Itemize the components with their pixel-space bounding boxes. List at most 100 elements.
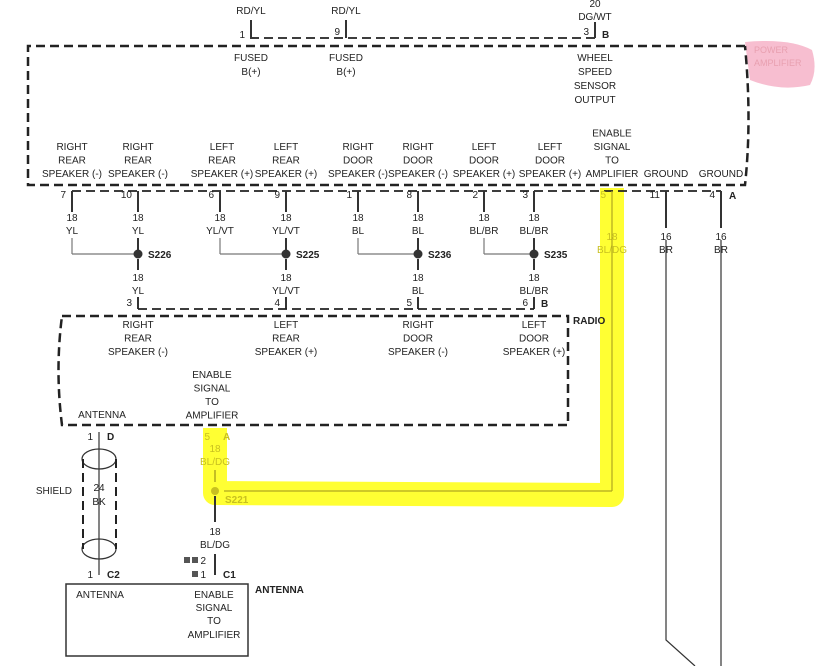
wire-color: BK (92, 497, 106, 508)
function-label: LEFT (472, 142, 496, 153)
wire-gauge: 18 (352, 213, 364, 224)
function-label: REAR (124, 334, 152, 345)
function-label: FUSED (329, 53, 363, 64)
pin-number: 1 (87, 570, 93, 581)
function-label: SPEED (578, 67, 612, 78)
wire-gauge: 18 (412, 273, 424, 284)
wire-gauge: 18 (478, 213, 490, 224)
function-label: DOOR (343, 156, 373, 167)
function-label: SPEAKER (+) (503, 347, 566, 358)
function-label: DOOR (403, 334, 433, 345)
antenna-pin: 1 (87, 432, 93, 443)
wire-gauge: 24 (93, 483, 105, 494)
wire-color: YL/VT (272, 286, 300, 297)
splice-label: S236 (428, 250, 452, 261)
wire-gauge: 18 (66, 213, 78, 224)
pin-number: 1 (200, 570, 206, 581)
function-label: LEFT (538, 142, 562, 153)
pin-number: 10 (121, 190, 133, 201)
pin-number: 11 (650, 190, 661, 201)
enable-function: ENABLE (194, 590, 234, 601)
wire-gauge: 18 (209, 527, 221, 538)
antenna-cable: 1 D SHIELD 24 BK 1 C2 (36, 432, 120, 581)
function-label: TO (605, 156, 619, 167)
wire-gauge: 18 (528, 273, 540, 284)
function-label: SPEAKER (-) (328, 169, 388, 180)
pin-number: 2 (200, 556, 206, 567)
pin-number: 8 (406, 190, 412, 201)
function-label: REAR (58, 156, 86, 167)
wire-color: BL/BR (520, 286, 549, 297)
function-label: REAR (272, 156, 300, 167)
function-label: FUSED (234, 53, 268, 64)
wire-color: YL (132, 226, 145, 237)
function-label: SPEAKER (-) (388, 347, 448, 358)
function-label: AMPLIFIER (186, 411, 239, 422)
pink-highlight (745, 41, 815, 88)
wire-color: YL/VT (206, 226, 234, 237)
function-label: REAR (208, 156, 236, 167)
wire-gauge: 18 (412, 213, 424, 224)
wire-color: RD/YL (236, 6, 266, 17)
splice-s225 (281, 249, 291, 259)
connector-label: C2 (107, 570, 120, 581)
function-label: B(+) (336, 67, 355, 78)
ground-wire (665, 240, 696, 666)
wire-gauge: 16 (660, 232, 672, 243)
function-label: RIGHT (56, 142, 87, 153)
power-amplifier-title: POWER (754, 45, 789, 55)
wire-color: BL/BR (520, 226, 549, 237)
function-label: SPEAKER (+) (191, 169, 254, 180)
function-label: TO (205, 397, 219, 408)
splice-s226 (133, 249, 143, 259)
splice-label: S235 (544, 250, 568, 261)
function-label: SPEAKER (+) (453, 169, 516, 180)
function-label: REAR (124, 156, 152, 167)
function-label: RIGHT (122, 320, 153, 331)
pin-number: 3 (583, 27, 589, 38)
function-label: DOOR (519, 334, 549, 345)
function-label: OUTPUT (574, 95, 615, 106)
function-label: ENABLE (592, 129, 632, 140)
wire-gauge: 18 (214, 213, 226, 224)
wire-color: YL (132, 286, 145, 297)
wire-color: YL (66, 226, 79, 237)
function-label: SPEAKER (-) (388, 169, 448, 180)
function-label: GROUND (644, 169, 688, 180)
pin-number: 7 (60, 190, 66, 201)
wire-gauge: 20 (589, 0, 601, 10)
function-label: LEFT (210, 142, 234, 153)
function-label: REAR (272, 334, 300, 345)
wire-color: BL/DG (200, 540, 230, 551)
enable-pin: 5 (204, 432, 210, 443)
function-label: SIGNAL (194, 384, 231, 395)
function-label: SPEAKER (+) (255, 169, 318, 180)
function-label: ENABLE (192, 370, 232, 381)
function-label: LEFT (274, 142, 298, 153)
wire-color: BL (412, 226, 425, 237)
antenna-module-box (65, 583, 249, 657)
pin-number: 1 (346, 190, 352, 201)
pin-number: 9 (274, 190, 280, 201)
wire-color: RD/YL (331, 6, 361, 17)
pin-number: 2 (472, 190, 478, 201)
enable-wire: 5 A 18 BL/DG S221 18 BL/DG 2 1 C1 (184, 191, 613, 581)
function-label: RIGHT (402, 142, 433, 153)
splice-label: S225 (296, 250, 320, 261)
wire-color: YL/VT (272, 226, 300, 237)
function-label: SPEAKER (+) (255, 347, 318, 358)
pin-number: 5 (600, 190, 606, 201)
wire-gauge: 18 (132, 273, 144, 284)
function-label: SIGNAL (594, 142, 631, 153)
power-amp-functions: FUSEDB(+)FUSEDB(+)WHEELSPEEDSENSOROUTPUT… (42, 53, 743, 180)
wire-gauge: 16 (715, 232, 727, 243)
function-label: DOOR (469, 156, 499, 167)
antenna-module-title: ANTENNA (255, 585, 304, 596)
radio-title: RADIO (573, 316, 605, 327)
function-label: B(+) (241, 67, 260, 78)
wire-color: BL/BR (470, 226, 499, 237)
wire-color: BL (352, 226, 365, 237)
function-label: WHEEL (577, 53, 613, 64)
